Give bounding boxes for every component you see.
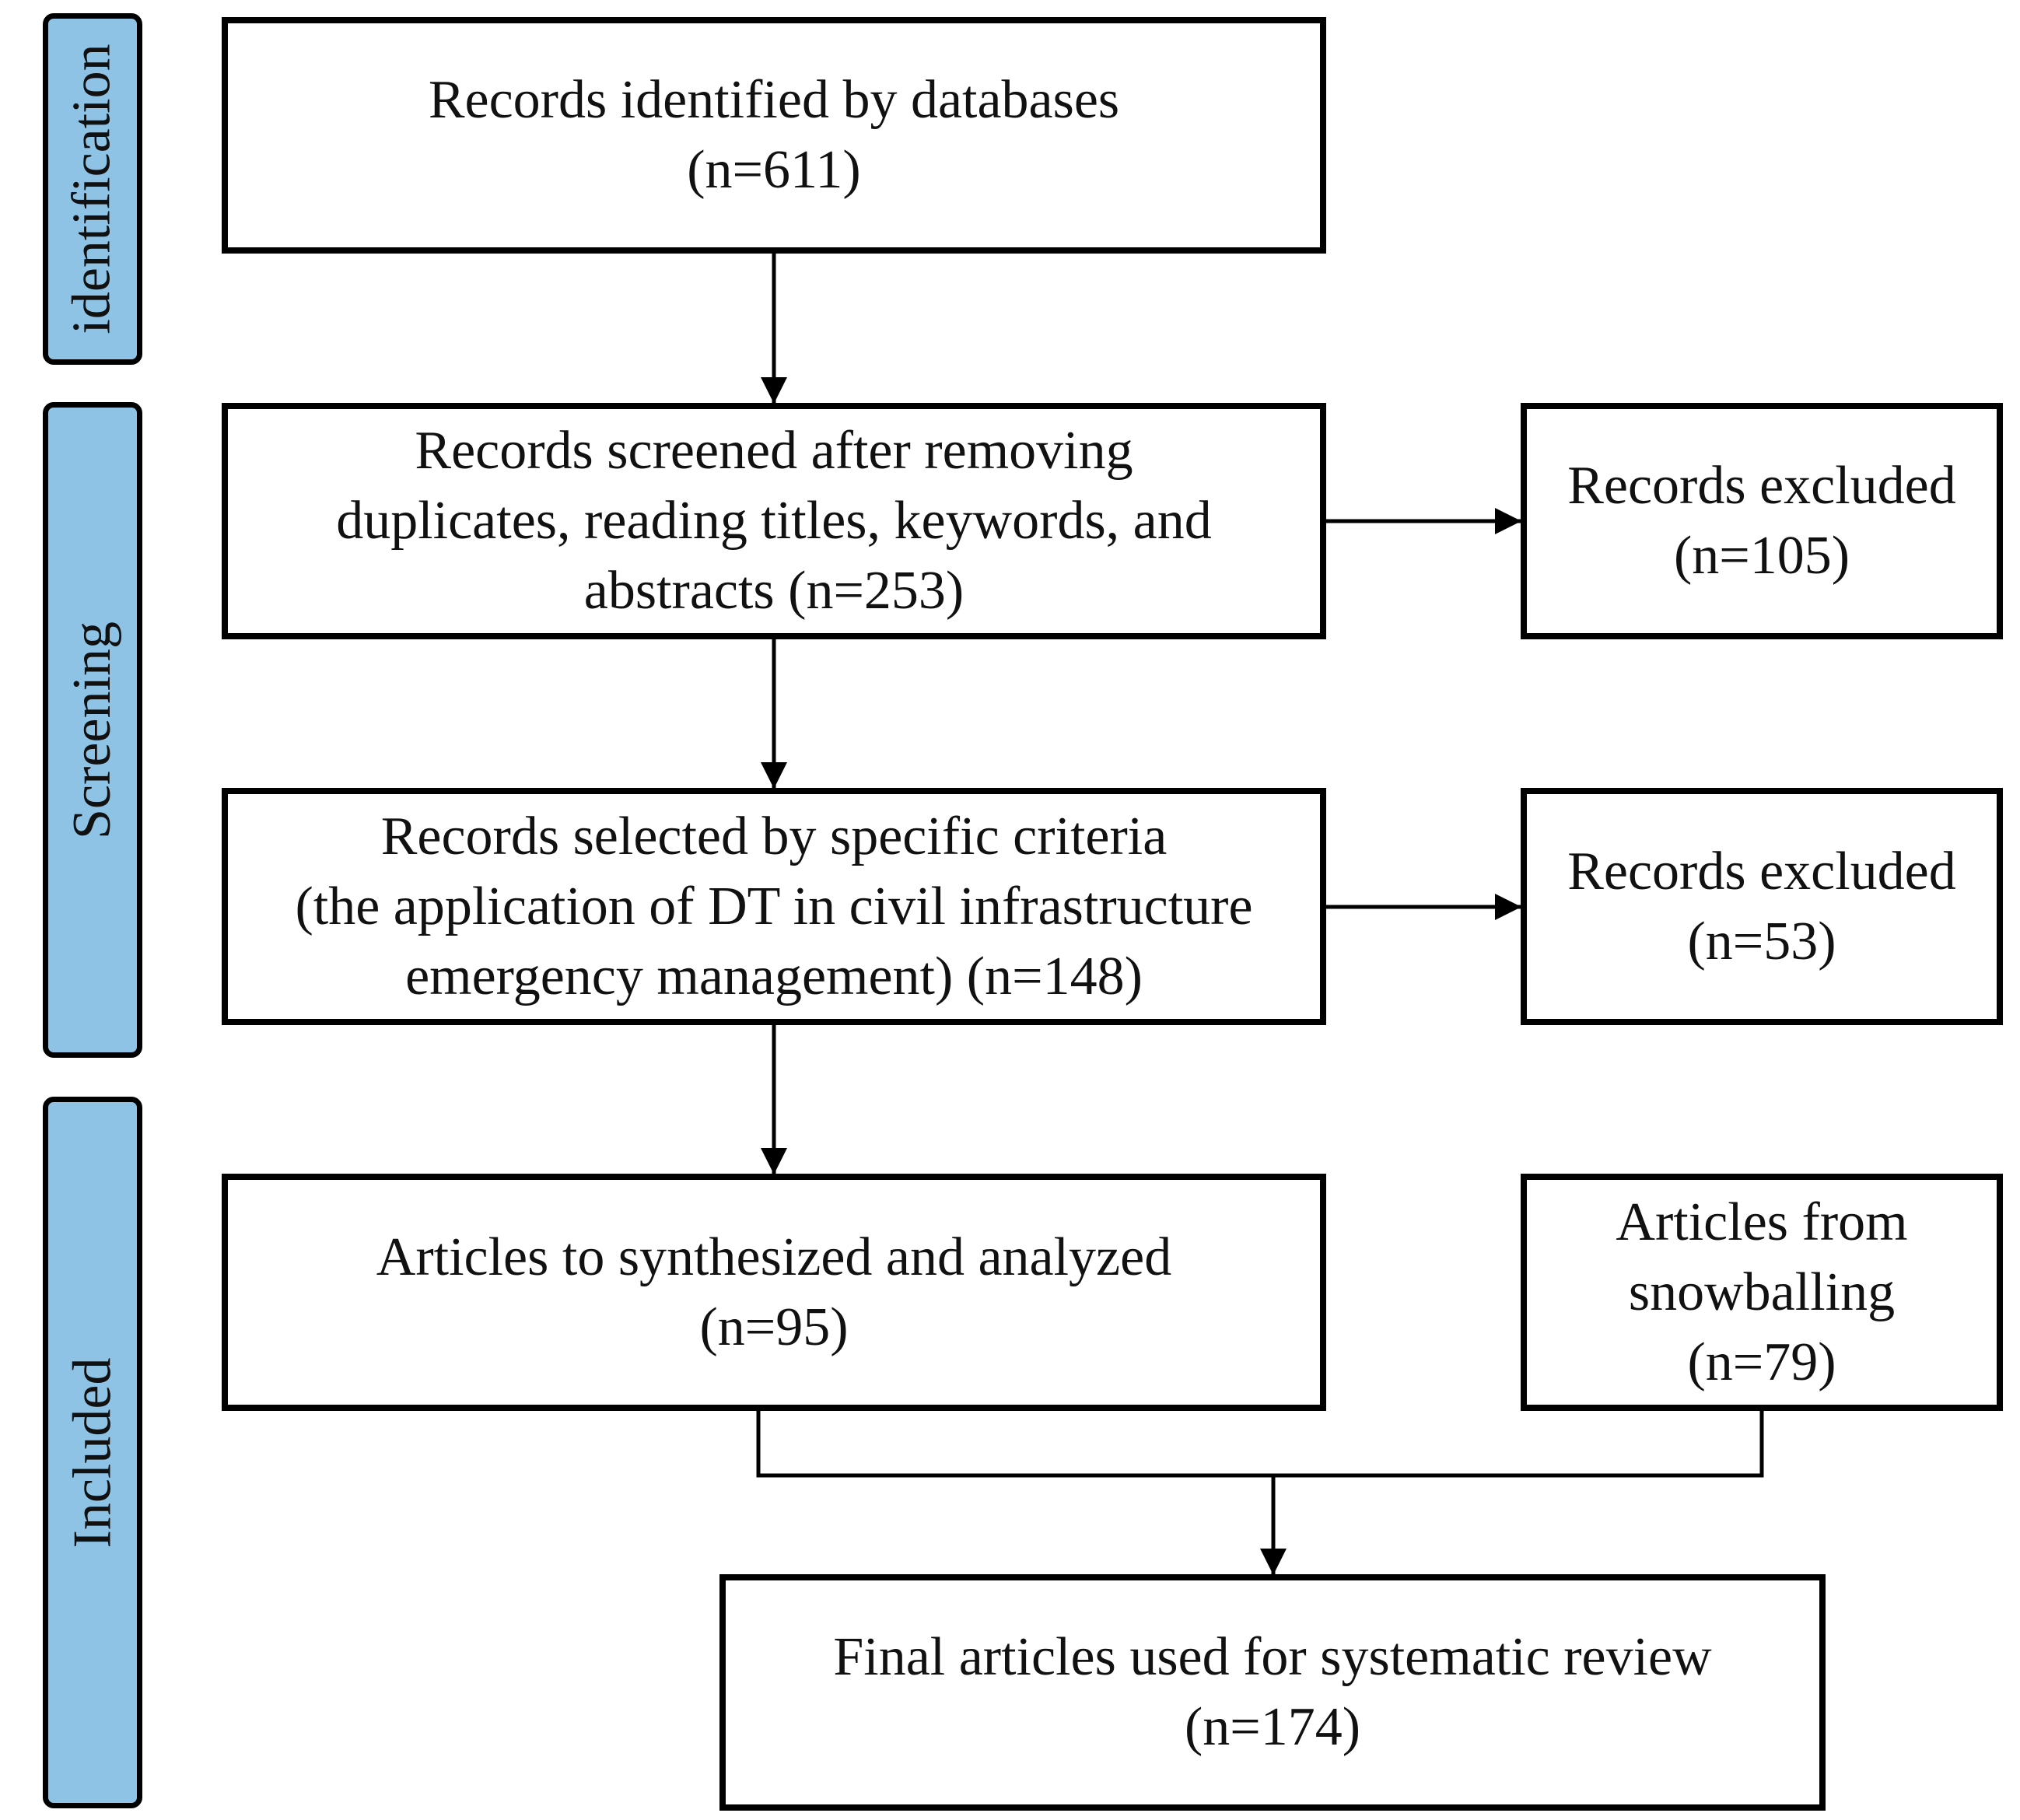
- box-records-identified-line-1: Records identified by databases: [428, 70, 1120, 130]
- box-articles-snowballing-line-1: Articles from: [1616, 1192, 1908, 1252]
- box-records-excluded-1-line-2: (n=105): [1673, 526, 1850, 586]
- box-articles-synthesized-line-2: (n=95): [699, 1297, 849, 1357]
- phase-screening-label: Screening: [62, 621, 122, 839]
- phase-screening: Screening: [43, 402, 142, 1058]
- box-articles-synthesized-line-1: Articles to synthesized and analyzed: [376, 1227, 1172, 1287]
- box-articles-snowballing: Articles from snowballing (n=79): [1521, 1174, 2003, 1411]
- box-records-excluded-2-line-1: Records excluded: [1567, 841, 1956, 901]
- box-records-excluded-2: Records excluded (n=53): [1521, 788, 2003, 1025]
- box-records-screened: Records screened after removing duplicat…: [222, 403, 1326, 639]
- box-records-screened-line-3: abstracts (n=253): [583, 561, 964, 621]
- box-articles-snowballing-line-3: (n=79): [1687, 1332, 1836, 1392]
- merge-connector: [756, 1411, 1764, 1478]
- box-records-selected-line-1: Records selected by specific criteria: [380, 806, 1168, 866]
- box-records-screened-line-2: duplicates, reading titles, keywords, an…: [336, 491, 1212, 551]
- phase-identification-label: identification: [62, 44, 122, 334]
- box-final-articles: Final articles used for systematic revie…: [719, 1574, 1826, 1811]
- box-records-excluded-2-line-2: (n=53): [1687, 911, 1836, 971]
- phase-included: Included: [43, 1097, 142, 1808]
- box-records-excluded-1: Records excluded (n=105): [1521, 403, 2003, 639]
- box-final-articles-line-2: (n=174): [1184, 1697, 1361, 1757]
- box-articles-snowballing-line-2: snowballing: [1628, 1262, 1896, 1322]
- box-final-articles-line-1: Final articles used for systematic revie…: [833, 1627, 1712, 1687]
- box-records-selected-line-3: emergency management) (n=148): [405, 946, 1143, 1006]
- box-records-identified-line-2: (n=611): [687, 140, 861, 200]
- box-records-excluded-1-line-1: Records excluded: [1567, 456, 1956, 516]
- phase-identification: identification: [43, 13, 142, 365]
- box-records-screened-line-1: Records screened after removing: [415, 421, 1133, 481]
- box-records-selected-line-2: (the application of DT in civil infrastr…: [295, 876, 1253, 936]
- box-articles-synthesized: Articles to synthesized and analyzed (n=…: [222, 1174, 1326, 1411]
- box-records-identified: Records identified by databases (n=611): [222, 17, 1326, 254]
- box-records-selected: Records selected by specific criteria (t…: [222, 788, 1326, 1025]
- phase-included-label: Included: [62, 1357, 122, 1548]
